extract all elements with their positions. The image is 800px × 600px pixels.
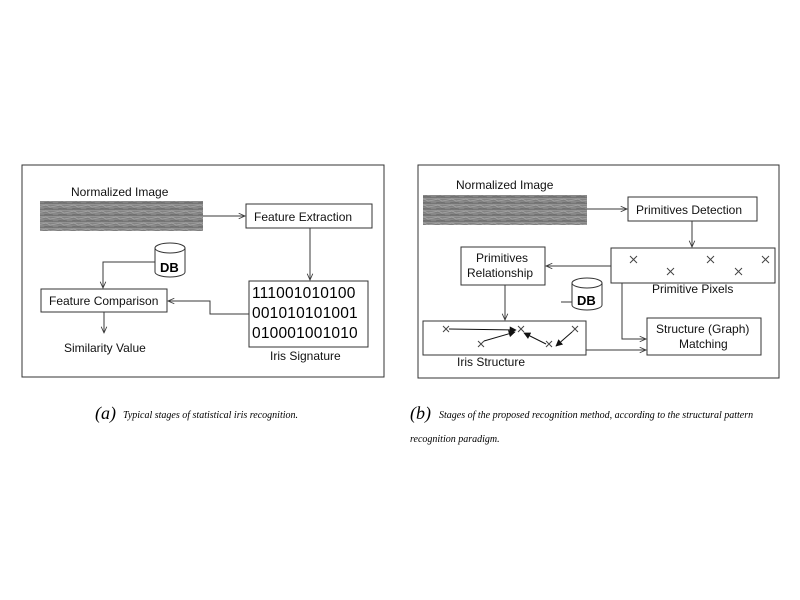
node-x-mark bbox=[571, 325, 579, 333]
panel-a-iris-signature-label: Iris Signature bbox=[270, 349, 341, 363]
panel-a-db-cylinder-icon bbox=[154, 242, 186, 278]
node-x-mark bbox=[442, 325, 450, 333]
node-x-mark bbox=[477, 340, 485, 348]
panel-a-feature-comparison-label: Feature Comparison bbox=[49, 294, 158, 308]
arrow-pixels-to-matching bbox=[621, 283, 646, 339]
primitive-pixels-marks bbox=[629, 255, 770, 276]
panel-a-feature-extraction-label: Feature Extraction bbox=[254, 210, 352, 224]
graph-edge bbox=[448, 326, 517, 334]
panel-b-structure-matching-label-2: Matching bbox=[679, 337, 728, 351]
panel-b-normalized-image-label: Normalized Image bbox=[456, 178, 554, 192]
signature-line-2: 001010101001 bbox=[252, 305, 358, 322]
panel-b-primitives-relationship-label-2: Relationship bbox=[467, 266, 533, 280]
panel-b-primitive-pixels-box bbox=[610, 247, 776, 284]
caption-b-text-line-1: Stages of the proposed recognition metho… bbox=[439, 410, 753, 421]
panel-b-iris-structure-box bbox=[422, 320, 587, 356]
pixel-x-mark bbox=[706, 255, 715, 264]
panel-a-iris-strip-image bbox=[40, 201, 203, 231]
pixel-x-mark bbox=[761, 255, 770, 264]
caption-b-text-line-2: recognition paradigm. bbox=[410, 434, 500, 445]
pixel-x-mark bbox=[734, 267, 743, 276]
captions: (a) Typical stages of statistical iris r… bbox=[95, 403, 753, 445]
node-x-mark bbox=[517, 325, 525, 333]
arrow-db-to-comparison bbox=[103, 261, 155, 288]
pixel-x-mark bbox=[629, 255, 638, 264]
panel-a-similarity-value-label: Similarity Value bbox=[64, 341, 146, 355]
caption-b-letter: (b) bbox=[410, 403, 431, 424]
caption-a-letter: (a) bbox=[95, 403, 116, 424]
graph-edge bbox=[483, 330, 516, 342]
panel-a-normalized-image-label: Normalized Image bbox=[71, 185, 169, 199]
panel-b-structure-matching-label-1: Structure (Graph) bbox=[656, 322, 749, 336]
panel-b-primitives-detection-box bbox=[627, 196, 758, 222]
iris-structure-graph bbox=[442, 325, 579, 348]
panel-a-db-label: DB bbox=[160, 260, 179, 275]
arrow-signature-to-comparison bbox=[168, 301, 249, 315]
graph-edge bbox=[523, 332, 547, 345]
panel-b-iris-structure-label: Iris Structure bbox=[457, 355, 525, 369]
caption-a-text: Typical stages of statistical iris recog… bbox=[123, 410, 298, 421]
node-x-mark bbox=[545, 340, 553, 348]
panel-b-primitives-relationship-label-1: Primitives bbox=[476, 251, 528, 265]
panel-a: Normalized Image Feature Extraction 1110… bbox=[21, 164, 385, 378]
panel-b-iris-strip-image bbox=[423, 195, 587, 225]
panel-b-db-cylinder-icon bbox=[571, 277, 603, 311]
signature-line-1: 111001010100 bbox=[252, 285, 356, 302]
panel-b-primitive-pixels-label: Primitive Pixels bbox=[652, 282, 733, 296]
panel-b-primitives-relationship-box bbox=[460, 246, 546, 286]
panel-b-primitives-detection-label: Primitives Detection bbox=[636, 203, 742, 217]
signature-line-3: 010001001010 bbox=[252, 325, 358, 342]
panel-a-feature-extraction-box bbox=[245, 203, 373, 229]
pixel-x-mark bbox=[666, 267, 675, 276]
graph-edge bbox=[555, 331, 573, 347]
panel-b-db-label: DB bbox=[577, 293, 596, 308]
panel-b: Normalized Image Primitives Detection Pr… bbox=[417, 164, 780, 379]
panel-b-structure-matching-box bbox=[646, 317, 762, 356]
